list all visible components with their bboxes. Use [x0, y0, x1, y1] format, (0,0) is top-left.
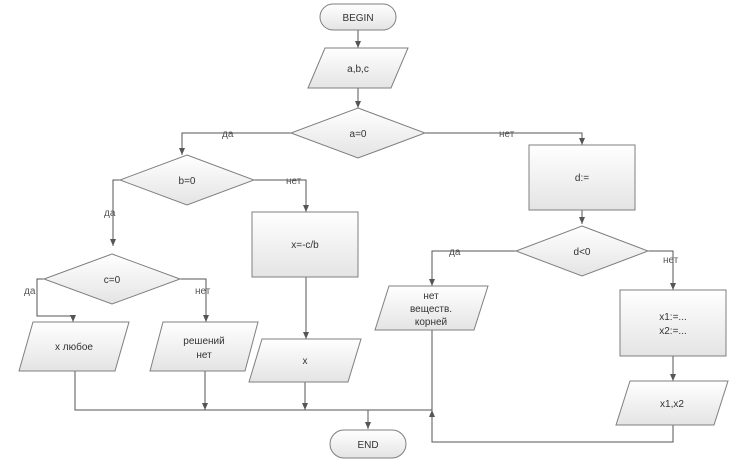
output-roots: x1,x2	[615, 380, 729, 426]
input-node: a,b,c	[307, 47, 409, 89]
end-text: END	[357, 440, 378, 451]
output-no-real-line2: веществ.	[410, 304, 452, 315]
branch-label-no: нет	[499, 129, 515, 140]
branch-label-no: нет	[286, 176, 302, 187]
output-x: x	[248, 338, 362, 383]
branch-label-no: нет	[663, 255, 679, 266]
decision-a-text: a=0	[350, 129, 367, 140]
calc-roots-process: x1:=... x2:=...	[619, 289, 727, 357]
calc-roots-line1: x1:=...	[659, 312, 687, 323]
decision-c-text: c=0	[104, 275, 121, 286]
decision-a: a=0	[289, 107, 427, 159]
output-no-solutions-line2: нет	[196, 350, 212, 361]
branch-label-yes: да	[104, 208, 116, 219]
output-no-real-line1: нет	[423, 291, 439, 302]
calc-d-process: d:=	[528, 144, 636, 211]
calc-x-text: x=-c/b	[291, 240, 319, 251]
output-no-solutions-line1: решений	[183, 336, 224, 347]
output-no-solutions: решений нет	[149, 321, 259, 372]
branch-label-yes: да	[222, 129, 234, 140]
decision-d-text: d<0	[574, 247, 591, 258]
output-x-text: x	[303, 356, 308, 367]
decision-b-text: b=0	[179, 176, 196, 187]
output-x-any-text: x любое	[55, 341, 93, 353]
decision-c: c=0	[42, 253, 182, 305]
output-x-any: x любое	[18, 321, 130, 372]
branch-label-no: нет	[195, 286, 211, 297]
calc-d-text: d:=	[575, 173, 589, 184]
input-text: a,b,c	[347, 64, 369, 75]
connectors	[36, 30, 676, 443]
branch-label-yes: да	[24, 286, 36, 297]
begin-terminator: BEGIN	[319, 3, 397, 31]
decision-d: d<0	[514, 225, 650, 277]
output-no-real-roots: нет веществ. корней	[374, 285, 489, 331]
decision-b: b=0	[118, 154, 256, 206]
output-no-real-line3: корней	[415, 317, 447, 328]
calc-roots-line2: x2:=...	[659, 326, 687, 337]
calc-x-process: x=-c/b	[251, 211, 359, 278]
output-roots-text: x1,x2	[660, 399, 684, 410]
begin-text: BEGIN	[342, 13, 373, 24]
branch-label-yes: да	[449, 247, 461, 258]
end-terminator: END	[329, 429, 407, 459]
